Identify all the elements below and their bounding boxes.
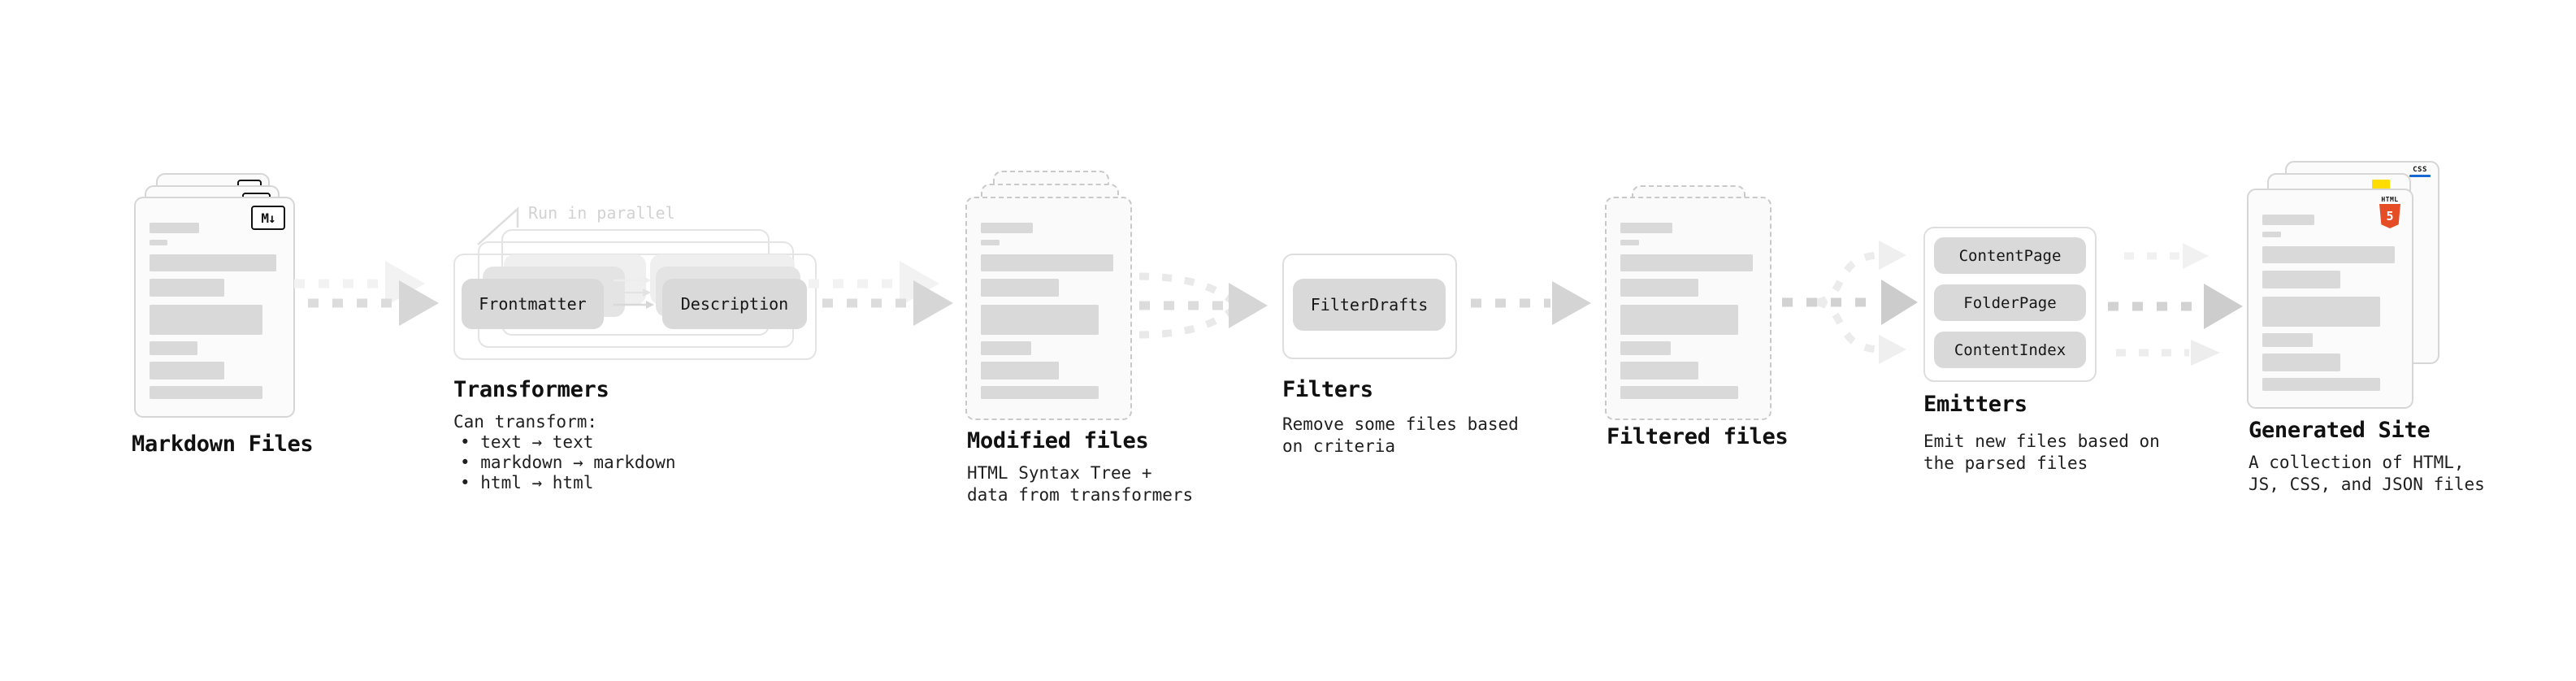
run-in-parallel-annotation: Run in parallel bbox=[528, 203, 675, 223]
stage-label-filtered-files: Filtered files bbox=[1607, 424, 1789, 449]
arrow-filters-to-filtered bbox=[1471, 281, 1591, 325]
filters-description-line: Remove some files based bbox=[1282, 414, 1519, 434]
transformers-bullet: • markdown → markdown bbox=[460, 453, 676, 472]
emitter-contentindex: ContentIndex bbox=[1934, 332, 2086, 368]
stage-label-markdown-files: Markdown Files bbox=[132, 432, 314, 457]
transformers-bullet: • text → text bbox=[460, 432, 594, 452]
js-file-icon bbox=[2372, 180, 2390, 190]
transformer-step-frontmatter: Frontmatter bbox=[462, 279, 604, 329]
arrow-emitters-to-generated-bottom bbox=[2116, 340, 2220, 366]
stage-label-emitters: Emitters bbox=[1923, 392, 2027, 417]
file-content-skeleton bbox=[2262, 215, 2395, 391]
arrow-filtered-to-emitters-fanout bbox=[1782, 241, 1918, 364]
stage-label-modified-files: Modified files bbox=[967, 428, 1149, 453]
transformers-bullet: • html → html bbox=[460, 473, 594, 492]
html5-shield-icon: HTML 5 bbox=[2379, 196, 2401, 228]
transformer-step-description: Description bbox=[662, 279, 807, 329]
stage-label-filters: Filters bbox=[1282, 377, 1373, 402]
emitters-description-line: the parsed files bbox=[1923, 453, 2088, 473]
filters-description-line: on criteria bbox=[1282, 436, 1396, 456]
emitter-contentpage: ContentPage bbox=[1934, 237, 2086, 274]
file-content-skeleton bbox=[1620, 223, 1753, 399]
file-content-skeleton bbox=[150, 223, 276, 399]
modified-description-line: data from transformers bbox=[967, 485, 1194, 505]
generated-description-line: JS, CSS, and JSON files bbox=[2249, 475, 2485, 494]
arrow-emitters-to-generated-middle bbox=[2108, 284, 2243, 329]
stage-label-transformers: Transformers bbox=[453, 377, 609, 402]
filtered-file-card-front bbox=[1605, 197, 1772, 420]
arrow-markdown-to-transformers bbox=[308, 280, 439, 326]
file-content-skeleton bbox=[981, 223, 1113, 399]
arrow-modified-to-filters-merge bbox=[1138, 272, 1268, 339]
modified-description-line: HTML Syntax Tree + bbox=[967, 463, 1152, 483]
arrow-markdown-to-transformers-ghost bbox=[294, 261, 425, 306]
arrow-emitters-to-generated-top bbox=[2124, 243, 2209, 269]
css-file-icon: CSS bbox=[2409, 166, 2431, 177]
emitter-folderpage: FolderPage bbox=[1934, 284, 2086, 321]
modified-file-card-front bbox=[965, 197, 1132, 420]
emitters-description-line: Emit new files based on bbox=[1923, 432, 2160, 451]
markdown-icon: M↓ bbox=[251, 206, 285, 230]
run-in-parallel-callout-line bbox=[477, 206, 519, 245]
arrow-transformers-to-modified bbox=[822, 280, 953, 326]
parallel-step-arrows bbox=[614, 276, 654, 309]
transformers-description-title: Can transform: bbox=[453, 412, 598, 432]
filter-filterdrafts: FilterDrafts bbox=[1293, 279, 1446, 331]
stage-label-generated-site: Generated Site bbox=[2249, 418, 2431, 443]
markdown-file-card-front: M↓ bbox=[134, 197, 295, 418]
generated-file-card-front: HTML 5 bbox=[2247, 189, 2413, 409]
generated-description-line: A collection of HTML, bbox=[2249, 453, 2465, 472]
arrow-transformers-to-modified-ghost bbox=[809, 261, 939, 306]
